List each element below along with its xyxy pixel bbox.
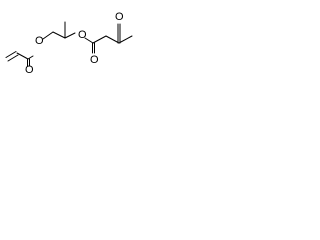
ch2-to-ch-bond: [52, 31, 66, 39]
acrylate-carbonyl-oxygen-label: O: [25, 64, 34, 73]
ch2-to-ketone-c-bond: [105, 35, 120, 44]
ch-to-ester-o-bond: [64, 32, 76, 39]
vinyl-double-bond-b: [7, 54, 19, 62]
ketone-oxygen-label: O: [115, 11, 124, 23]
acetoacetate-carbonyl-oxygen-label: O: [90, 54, 99, 66]
vinyl-double-bond-a: [5, 51, 17, 58]
acrylate-c-to-ester-o-bond: [27, 55, 34, 60]
ketone-c-to-methyl-bond: [118, 35, 133, 44]
ester-o-to-ch2-bond: [42, 31, 54, 40]
vinyl-to-carbonyl-bond: [16, 52, 29, 60]
carbonyl-to-ch2-bond: [92, 35, 107, 44]
chemical-structure-diagram: O O O O O: [5, 11, 133, 73]
acetoacetate-ester-oxygen-label: O: [78, 29, 87, 41]
ester-o-to-carbonyl-bond: [84, 37, 94, 44]
acrylate-ester-oxygen-label: O: [35, 35, 44, 47]
